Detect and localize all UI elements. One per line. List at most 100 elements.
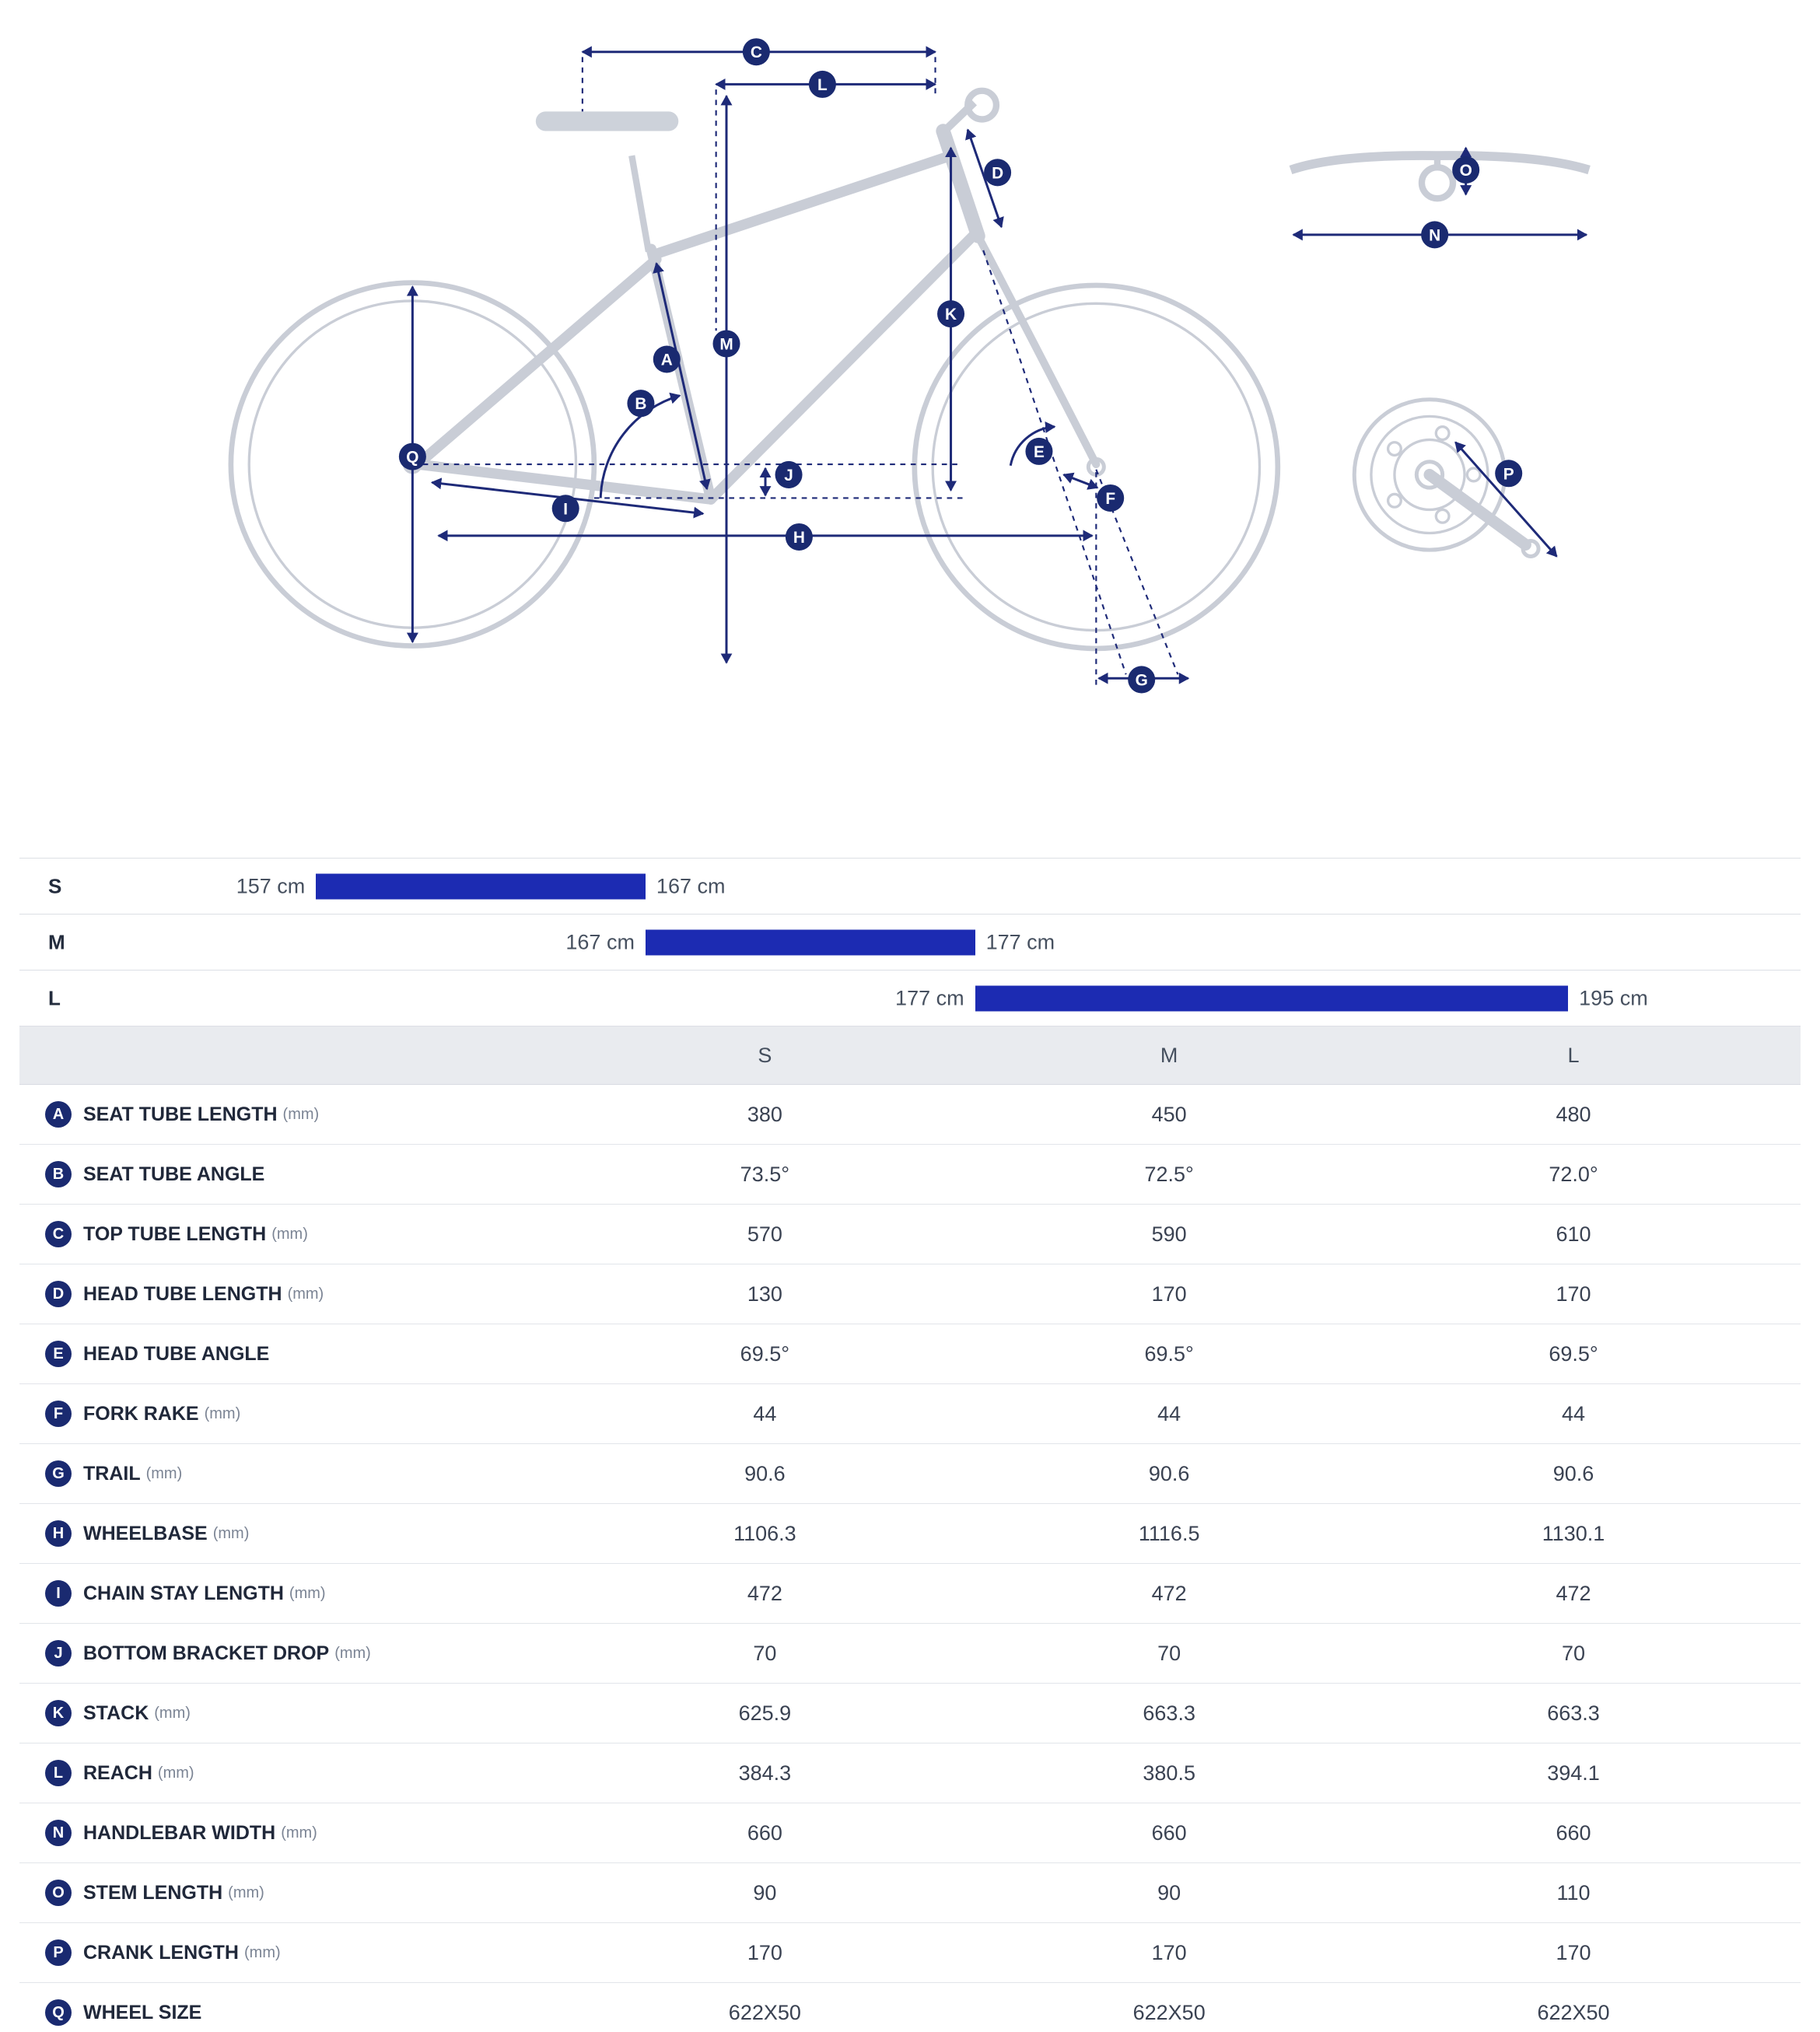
height-range-bar <box>975 985 1569 1012</box>
table-row: J BOTTOM BRACKET DROP (mm) 70 70 70 <box>19 1624 1801 1684</box>
row-header: I CHAIN STAY LENGTH (mm) <box>19 1580 562 1607</box>
seatpost <box>628 155 653 253</box>
row-badge: D <box>45 1281 72 1308</box>
column-header-l: L <box>1567 1043 1580 1067</box>
row-header: O STEM LENGTH (mm) <box>19 1880 562 1907</box>
dim-badge-d-letter: D <box>992 164 1003 182</box>
dim-badge-a-letter: A <box>661 351 673 369</box>
top-tube <box>649 150 957 260</box>
row-badge: F <box>45 1401 72 1428</box>
cell-value-m: 660 <box>1151 1820 1187 1845</box>
dim-badge-f-letter: F <box>1105 490 1115 508</box>
table-row: D HEAD TUBE LENGTH (mm) 130 170 170 <box>19 1264 1801 1325</box>
dim-badge-h: H <box>785 523 813 551</box>
dim-badge-k: K <box>937 300 965 328</box>
table-row: L REACH (mm) 384.3 380.5 394.1 <box>19 1743 1801 1804</box>
row-header: C TOP TUBE LENGTH (mm) <box>19 1221 562 1248</box>
size-label: L <box>48 986 61 1010</box>
dim-badge-p-letter: P <box>1503 465 1514 483</box>
cell-value-s: 90.6 <box>744 1461 786 1485</box>
cell-value-l: 69.5° <box>1549 1341 1598 1366</box>
row-unit: (mm) <box>271 1225 308 1243</box>
row-badge: O <box>45 1880 72 1907</box>
bike-diagram-svg: A B C D E F G H I J K L M N O P Q <box>228 38 1591 694</box>
dim-badge-l: L <box>808 70 836 98</box>
row-header: D HEAD TUBE LENGTH (mm) <box>19 1281 562 1308</box>
cell-value-m: 70 <box>1157 1641 1181 1665</box>
dim-badge-o-letter: O <box>1460 162 1472 180</box>
row-unit: (mm) <box>157 1764 194 1782</box>
row-header: P CRANK LENGTH (mm) <box>19 1939 562 1967</box>
table-row: P CRANK LENGTH (mm) 170 170 170 <box>19 1923 1801 1984</box>
chainstay <box>412 459 716 505</box>
max-height-label: 195 cm <box>1579 986 1648 1010</box>
row-unit: (mm) <box>204 1404 241 1422</box>
row-label: WHEELBASE <box>83 1522 208 1544</box>
dim-badge-m: M <box>712 330 740 358</box>
dim-line-p <box>1454 441 1558 558</box>
cell-value-m: 90.6 <box>1148 1461 1190 1485</box>
row-label: CRANK LENGTH <box>83 1941 239 1964</box>
dim-badge-g: G <box>1128 666 1156 694</box>
cell-value-l: 170 <box>1556 1940 1591 1964</box>
dim-badge-o: O <box>1452 156 1480 184</box>
cell-value-m: 90 <box>1157 1880 1181 1904</box>
row-unit: (mm) <box>289 1584 326 1602</box>
row-badge: A <box>45 1101 72 1128</box>
row-badge-letter: J <box>54 1644 63 1662</box>
seatstay <box>412 254 662 470</box>
row-label: HEAD TUBE ANGLE <box>83 1342 270 1365</box>
cell-value-s: 69.5° <box>740 1341 790 1366</box>
dim-badge-c-letter: C <box>751 44 762 61</box>
cell-value-m: 450 <box>1151 1102 1187 1126</box>
cell-value-m: 170 <box>1151 1940 1187 1964</box>
row-badge: L <box>45 1760 72 1787</box>
row-badge-letter: F <box>53 1404 64 1422</box>
cell-value-l: 394.1 <box>1547 1761 1600 1785</box>
dim-badge-b: B <box>627 390 655 418</box>
dim-badge-i: I <box>551 495 579 523</box>
cell-value-s: 130 <box>747 1282 782 1306</box>
cell-value-l: 70 <box>1561 1641 1586 1665</box>
cell-value-l: 480 <box>1556 1102 1591 1126</box>
height-range-bar <box>645 929 975 956</box>
cell-value-s: 44 <box>753 1401 777 1425</box>
dim-line-f <box>1062 472 1099 490</box>
rider-height-chart: S 157 cm 167 cm M 167 cm 177 cm L 177 cm… <box>19 858 1801 1027</box>
row-badge-letter: O <box>52 1883 65 1901</box>
table-row: F FORK RAKE (mm) 44 44 44 <box>19 1384 1801 1445</box>
cell-value-l: 660 <box>1556 1820 1591 1845</box>
row-label: SEAT TUBE LENGTH <box>83 1103 278 1125</box>
cell-value-s: 570 <box>747 1222 782 1246</box>
handlebar-grip <box>964 87 1000 123</box>
size-label: M <box>48 930 65 954</box>
geometry-content: S 157 cm 167 cm M 167 cm 177 cm L 177 cm… <box>19 858 1801 2032</box>
cell-value-s: 384.3 <box>738 1761 792 1785</box>
row-unit: (mm) <box>212 1524 250 1542</box>
row-label: STEM LENGTH <box>83 1881 223 1904</box>
row-badge-letter: I <box>56 1584 61 1602</box>
row-label: TOP TUBE LENGTH <box>83 1222 267 1245</box>
height-range-row: S 157 cm 167 cm <box>19 859 1801 915</box>
cell-value-m: 472 <box>1151 1581 1187 1605</box>
down-tube <box>705 228 981 505</box>
bike-geometry-diagram: A B C D E F G H I J K L M N O P Q <box>0 0 1820 804</box>
cell-value-m: 72.5° <box>1144 1162 1194 1186</box>
column-header-s: S <box>758 1043 772 1067</box>
table-row: E HEAD TUBE ANGLE 69.5° 69.5° 69.5° <box>19 1324 1801 1385</box>
row-unit: (mm) <box>244 1943 281 1961</box>
row-unit: (mm) <box>281 1824 317 1841</box>
row-badge-letter: Q <box>52 2003 65 2021</box>
row-badge-letter: E <box>53 1345 64 1362</box>
row-badge-letter: D <box>52 1285 65 1303</box>
dim-badge-d: D <box>984 159 1012 187</box>
cell-value-m: 69.5° <box>1144 1341 1194 1366</box>
row-header: N HANDLEBAR WIDTH (mm) <box>19 1820 562 1847</box>
row-badge-letter: P <box>53 1943 64 1961</box>
cell-value-m: 663.3 <box>1143 1701 1195 1725</box>
row-label: HANDLEBAR WIDTH <box>83 1821 276 1844</box>
row-badge: G <box>45 1460 72 1488</box>
cell-value-m: 1116.5 <box>1138 1521 1200 1545</box>
row-label: FORK RAKE <box>83 1402 199 1425</box>
table-row: O STEM LENGTH (mm) 90 90 110 <box>19 1863 1801 1924</box>
